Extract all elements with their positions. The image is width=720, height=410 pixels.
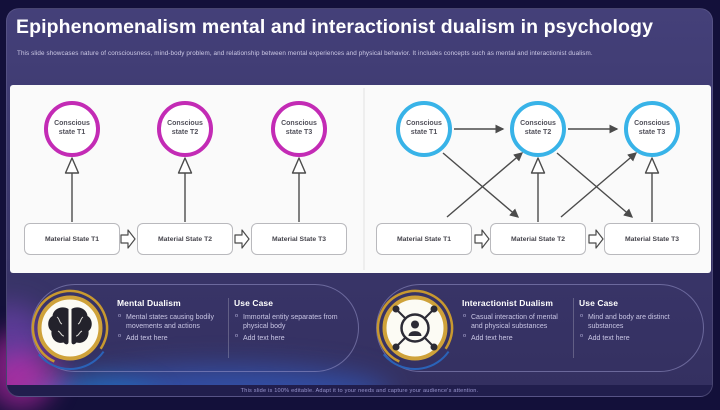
bullet-item: Add text here [234, 333, 352, 343]
person-network-icon [373, 286, 457, 370]
material-state-box: Material State T2 [490, 223, 586, 255]
conscious-state-circle: Conscious state T1 [44, 101, 100, 157]
bullet-item: Add text here [462, 333, 566, 343]
card-topic-column: Interactionist Dualism Casual interactio… [462, 298, 566, 345]
material-state-box: Material State T1 [24, 223, 120, 255]
use-case-heading: Use Case [234, 298, 274, 308]
slide: Epiphenomenalism mental and interactioni… [6, 8, 713, 397]
card-usecase-column: Use Case Mind and body are distinct subs… [579, 298, 697, 345]
conscious-state-circle: Conscious state T2 [157, 101, 213, 157]
bullet-item: Add text here [579, 333, 697, 343]
card-usecase-column: Use Case Immortal entity separates from … [234, 298, 352, 345]
page-title: Epiphenomenalism mental and interactioni… [16, 16, 654, 38]
interactionist-dualism-card: Interactionist Dualism Casual interactio… [373, 284, 704, 372]
card-heading: Mental Dualism [117, 298, 181, 308]
diagram-panel: Conscious state T1 Conscious state T2 Co… [10, 85, 711, 273]
conscious-state-circle: Conscious state T1 [396, 101, 452, 157]
card-column-divider [228, 298, 229, 358]
material-state-box: Material State T3 [604, 223, 700, 255]
conscious-state-circle: Conscious state T3 [624, 101, 680, 157]
material-state-box: Material State T1 [376, 223, 472, 255]
conscious-state-circle: Conscious state T2 [510, 101, 566, 157]
bullet-item: Add text here [117, 333, 221, 343]
page-subtitle: This slide showcases nature of conscious… [17, 50, 593, 57]
mental-dualism-card: Mental Dualism Mental states causing bod… [28, 284, 359, 372]
use-case-heading: Use Case [579, 298, 619, 308]
card-topic-column: Mental Dualism Mental states causing bod… [117, 298, 221, 345]
conscious-state-circle: Conscious state T3 [271, 101, 327, 157]
bullet-item: Immortal entity separates from physical … [234, 312, 352, 331]
bullet-item: Mind and body are distinct substances [579, 312, 697, 331]
material-state-box: Material State T2 [137, 223, 233, 255]
bullet-item: Casual interaction of mental and physica… [462, 312, 566, 331]
card-heading: Interactionist Dualism [462, 298, 553, 308]
footer-note: This slide is 100% editable. Adapt it to… [7, 385, 712, 396]
material-state-box: Material State T3 [251, 223, 347, 255]
card-column-divider [573, 298, 574, 358]
brain-icon [28, 286, 112, 370]
bullet-item: Mental states causing bodily movements a… [117, 312, 221, 331]
